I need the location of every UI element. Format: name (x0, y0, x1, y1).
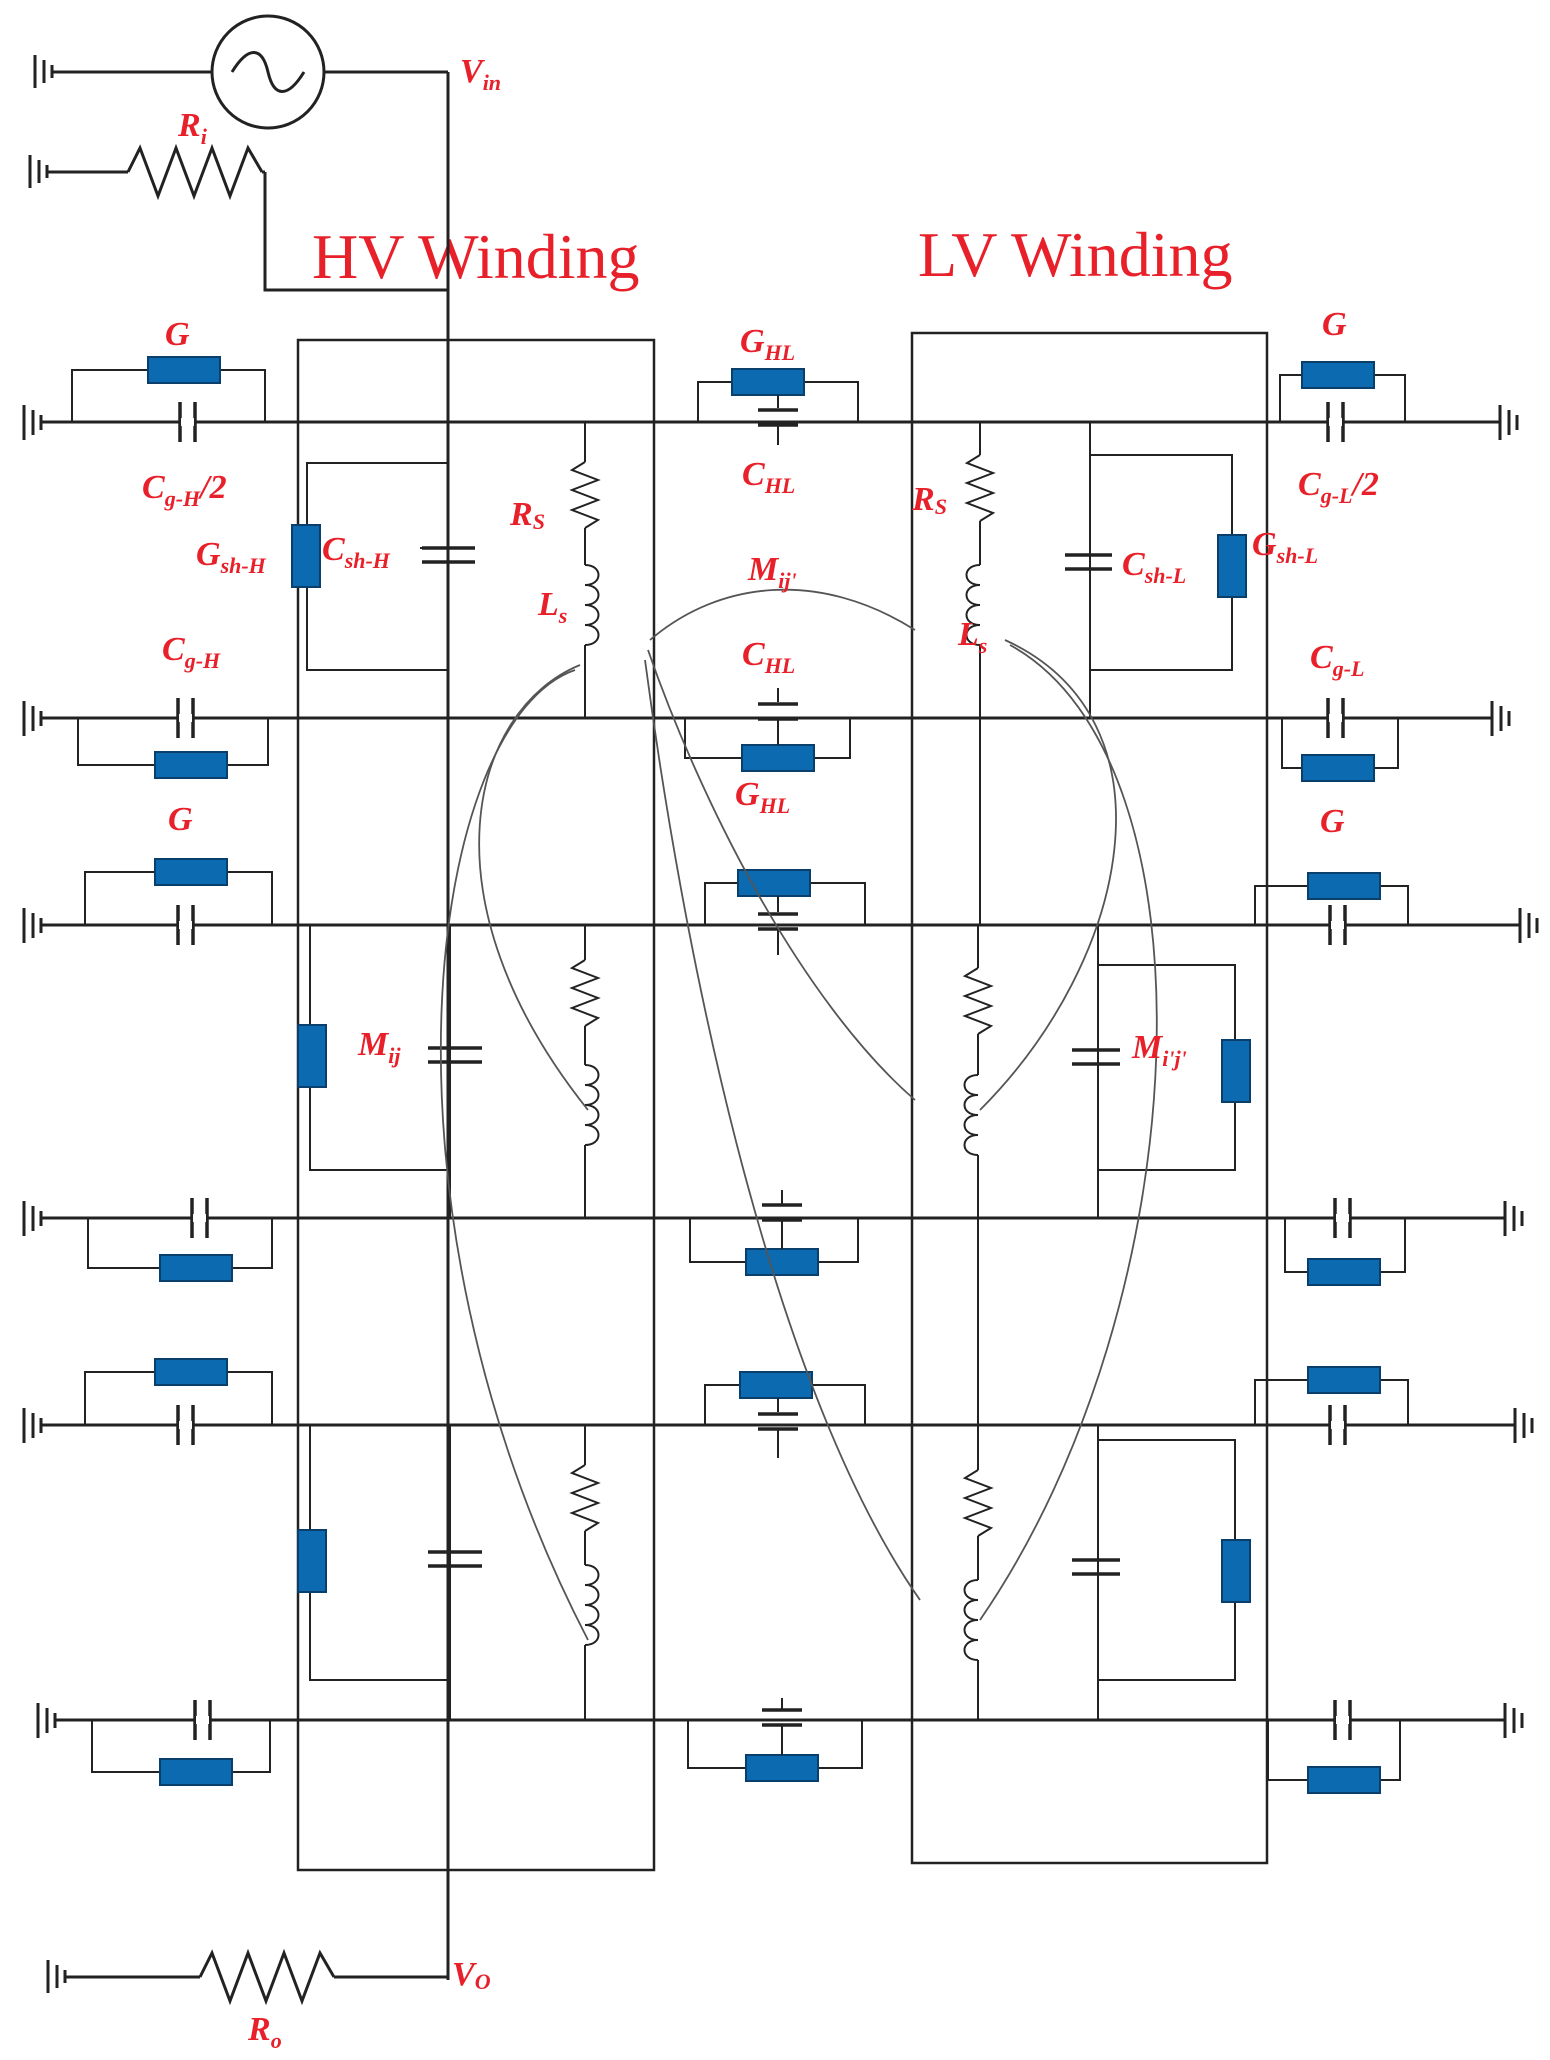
label-g-lv-top: G (1322, 306, 1347, 343)
right-rc-row1 (1279, 361, 1406, 442)
label-gsh-l: Gsh-L (1252, 526, 1318, 568)
right-rc-row4 (1284, 1198, 1406, 1286)
left-grounds (22, 405, 60, 1738)
middle-rc-row6 (687, 1698, 863, 1782)
left-rc-row1 (71, 356, 266, 442)
label-csh-l: Csh-L (1122, 546, 1186, 588)
left-rc-row4 (87, 1198, 273, 1282)
hv-winding-box (296, 338, 656, 1872)
lv-section-2 (962, 925, 1251, 1425)
label-g-lv-mid: G (1320, 803, 1345, 840)
label-mij-l: Mi'j' (1131, 1029, 1187, 1071)
label-mij-h: Mij (357, 1026, 401, 1068)
right-rc-row5 (1254, 1366, 1409, 1445)
hv-winding-title: HV Winding (312, 221, 640, 292)
right-grounds (1490, 405, 1539, 1738)
ri-branch (28, 143, 448, 292)
label-g-hv-mid: G (168, 801, 193, 838)
right-rc-row3 (1254, 872, 1409, 945)
label-cg-h-half: Cg-H/2 (142, 469, 227, 511)
label-ls-h: Ls (537, 586, 567, 628)
label-cg-h: Cg-H (162, 631, 221, 673)
label-vin: Vin (460, 53, 501, 95)
hv-section-3 (297, 1424, 601, 1720)
ground-symbol (33, 55, 54, 88)
lv-winding-title: LV Winding (918, 219, 1233, 290)
left-rc-row5 (84, 1358, 273, 1445)
label-ls-l: Ls (957, 616, 987, 658)
label-cg-l-half: Cg-L/2 (1298, 466, 1379, 508)
ri-resistor (126, 143, 264, 201)
label-ro: Ro (247, 2011, 282, 2053)
label-chl-top: CHL (742, 456, 795, 498)
label-cg-l: Cg-L (1310, 639, 1364, 681)
left-rc-row6 (91, 1700, 271, 1786)
left-rc-row2 (77, 698, 269, 779)
ro-resistor (198, 1948, 336, 2006)
ro-branch (46, 1948, 448, 2006)
mutual-inductance-curves (439, 588, 1158, 1641)
left-rc-row3 (84, 858, 273, 945)
middle-rc-row5 (704, 1371, 866, 1458)
lv-section-1 (964, 422, 1247, 925)
middle-rc-row2 (684, 688, 851, 772)
hv-section-1 (291, 422, 601, 718)
label-ghl-top: GHL (740, 323, 795, 365)
ground-symbol (28, 155, 49, 188)
label-gsh-h: Gsh-H (196, 536, 267, 578)
label-ghl-mid: GHL (735, 776, 790, 818)
label-rs-l: RS (911, 481, 947, 519)
middle-rc-row1 (697, 368, 859, 445)
label-csh-h: Csh-H (322, 531, 391, 573)
hv-section-2 (297, 924, 601, 1218)
ground-symbol (46, 1960, 67, 1993)
label-chl-mid: CHL (742, 636, 795, 678)
label-mij-top: Mij' (747, 551, 797, 593)
label-g-hv-top: G (165, 316, 190, 353)
right-rc-row2 (1281, 698, 1399, 782)
label-rs-h: RS (509, 496, 545, 534)
middle-rc-row3 (704, 869, 866, 955)
middle-rc-row4 (689, 1190, 859, 1276)
lv-section-3 (962, 1425, 1251, 1720)
source-branch (33, 14, 450, 1980)
label-vo: VO (452, 1956, 491, 1994)
right-rc-row6 (1267, 1700, 1401, 1794)
label-ri: Ri (177, 107, 208, 149)
